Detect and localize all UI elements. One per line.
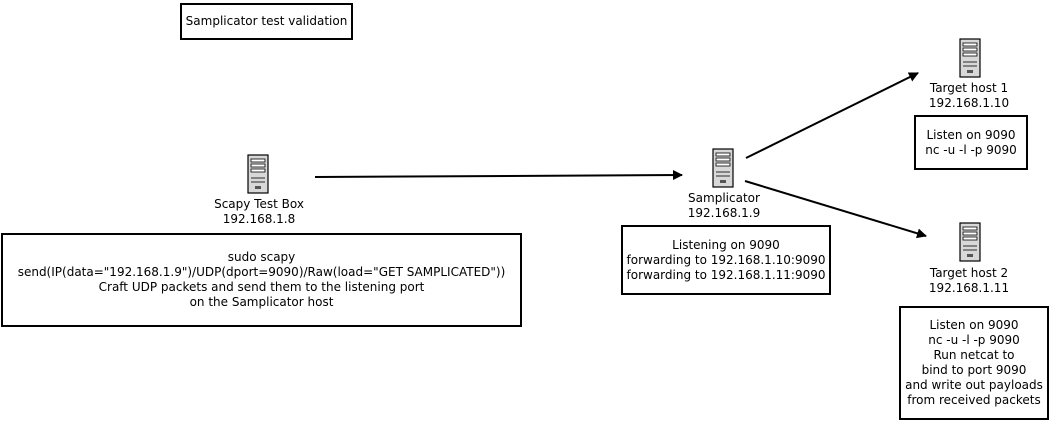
scapy-note-box: sudo scapy send(IP(data="192.168.1.9")/U… [1, 233, 522, 327]
node-target1-name: Target host 1 [929, 81, 1009, 95]
note-line: Listen on 9090 [926, 127, 1016, 142]
samplicator-note-box: Listening on 9090 forwarding to 192.168.… [621, 225, 831, 295]
note-line: send(IP(data="192.168.1.9")/UDP(dport=90… [17, 265, 506, 279]
note-line: Listen on 9090 [929, 318, 1019, 332]
note-line: Listening on 9090 [672, 237, 780, 252]
server-tower-icon [959, 222, 981, 262]
note-line: on the Samplicator host [189, 295, 334, 309]
note-line: nc -u -l -p 9090 [928, 333, 1020, 347]
note-line: forwarding to 192.168.1.10:9090 [626, 252, 826, 267]
arrow-samplicator-to-target1 [745, 72, 919, 159]
node-target2-name: Target host 2 [929, 266, 1009, 280]
node-target1-label: Target host 1 192.168.1.10 [929, 81, 1009, 111]
node-samplicator-ip: 192.168.1.9 [687, 206, 761, 220]
node-scapy-name: Scapy Test Box [214, 197, 304, 211]
note-line: from received packets [907, 393, 1041, 407]
server-tower-icon [712, 148, 734, 188]
diagram-title-box: Samplicator test validation [180, 3, 353, 40]
node-target1-ip: 192.168.1.10 [928, 96, 1010, 110]
node-target2-ip: 192.168.1.11 [928, 281, 1010, 295]
server-tower-icon [959, 38, 981, 78]
target2-note-box: Listen on 9090 nc -u -l -p 9090 Run netc… [899, 306, 1049, 420]
note-line: nc -u -l -p 9090 [925, 142, 1017, 157]
note-line: forwarding to 192.168.1.11:9090 [626, 267, 826, 282]
target1-note-box: Listen on 9090 nc -u -l -p 9090 [914, 115, 1028, 170]
note-line: sudo scapy [227, 250, 296, 264]
note-line: Craft UDP packets and send them to the l… [98, 280, 425, 294]
node-samplicator-label: Samplicator 192.168.1.9 [688, 191, 761, 221]
node-scapy-label: Scapy Test Box 192.168.1.8 [214, 197, 304, 227]
note-line: bind to port 9090 [921, 363, 1027, 377]
server-tower-icon [247, 154, 269, 194]
arrow-scapy-to-samplicator [314, 170, 683, 181]
note-line: Run netcat to [933, 348, 1015, 362]
node-scapy-ip: 192.168.1.8 [222, 212, 296, 226]
note-line: and write out payloads [905, 378, 1043, 392]
node-target2-label: Target host 2 192.168.1.11 [929, 266, 1009, 296]
arrow-samplicator-to-target2 [744, 180, 927, 239]
node-samplicator-name: Samplicator [688, 191, 760, 205]
diagram-title: Samplicator test validation [185, 14, 348, 28]
